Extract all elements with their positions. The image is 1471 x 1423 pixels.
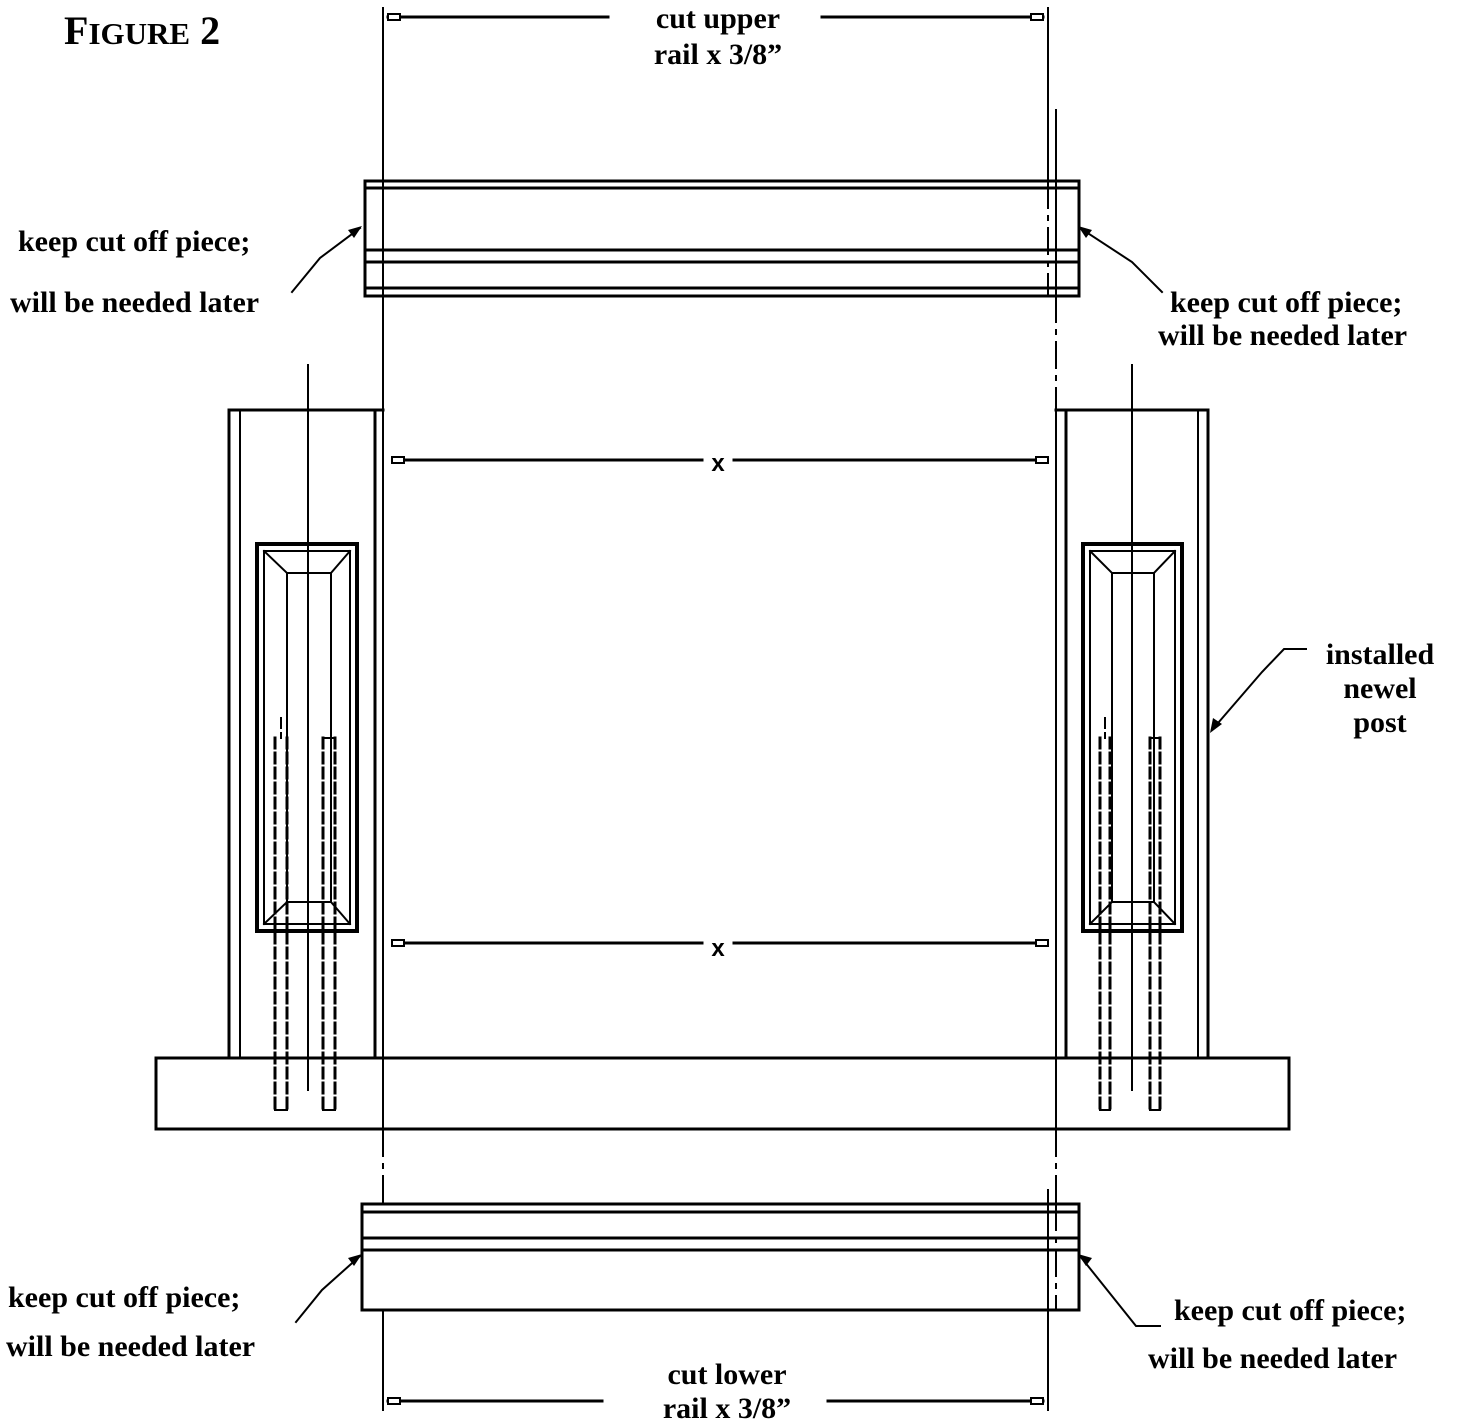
lower-x-label: x (711, 935, 725, 962)
lower-cut-guides (382, 1129, 1057, 1205)
upper-x-dimension (391, 456, 1049, 464)
lower-dimension (386, 1397, 1045, 1405)
lower-right-keep-line2: will be needed later (1148, 1342, 1397, 1375)
left-newel-post (227, 364, 385, 1131)
upper-cut-label-line2: rail x 3/8” (654, 38, 782, 71)
lower-left-keep-line2: will be needed later (6, 1330, 255, 1363)
upper-right-keep-line2: will be needed later (1158, 319, 1407, 352)
newel-label-line2: newel (1343, 672, 1416, 705)
upper-right-leader (1078, 226, 1164, 294)
lower-cut-label-line1: cut lower (667, 1358, 786, 1391)
lower-left-keep-line1: keep cut off piece; (8, 1281, 240, 1314)
newel-label-line1: installed (1326, 638, 1435, 671)
floor-base (154, 1056, 1291, 1131)
upper-x-label: x (711, 450, 725, 477)
newel-label-line3: post (1353, 706, 1406, 739)
upper-left-keep-line1: keep cut off piece; (18, 225, 250, 258)
newel-leader (1210, 648, 1307, 733)
upper-cut-guides (382, 295, 1057, 411)
lower-right-keep-line1: keep cut off piece; (1174, 1294, 1406, 1327)
upper-left-keep-line2: will be needed later (10, 286, 259, 319)
upper-rail (363, 109, 1081, 298)
right-newel-post (1054, 364, 1210, 1131)
lower-x-dimension (391, 939, 1049, 947)
lower-cut-label-line2: rail x 3/8” (663, 1392, 791, 1423)
upper-left-leader (290, 226, 362, 294)
lower-rail (360, 1189, 1081, 1411)
upper-cut-label-line1: cut upper (656, 2, 780, 35)
figure-title: FIGURE 2 (64, 8, 220, 53)
lower-left-leader (294, 1254, 362, 1324)
upper-right-keep-line1: keep cut off piece; (1170, 286, 1402, 319)
lower-right-leader (1078, 1254, 1161, 1327)
